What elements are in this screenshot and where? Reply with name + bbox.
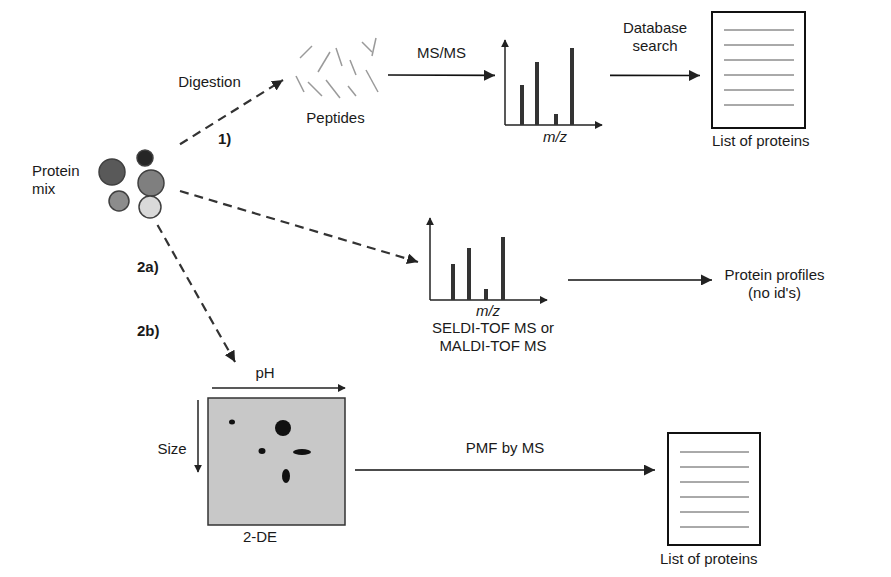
drawing-part: [724, 75, 794, 76]
drawing-part: [208, 398, 345, 525]
protein-list: List of proteins: [700, 8, 845, 158]
drawing-part: [680, 467, 749, 468]
path-number: 2a): [137, 258, 159, 276]
drawing-part: [138, 170, 164, 196]
drawing-part: [570, 48, 574, 125]
edge-label: MS/MS: [415, 44, 468, 62]
protein-list: List of proteins: [655, 428, 800, 573]
arrow: [610, 75, 700, 77]
drawing-part: [724, 105, 794, 106]
protein-mix: Protein mix: [30, 140, 180, 225]
drawing-part: [724, 30, 794, 31]
ms-spectrum: m/z: [495, 38, 610, 148]
drawing-part: [293, 449, 311, 455]
dashed-arrow: [180, 191, 418, 262]
drawing-part: [724, 30, 794, 105]
ms-spectrum: m/zSELDI-TOF MS or MALDI-TOF MS: [418, 212, 568, 362]
drawing-part: [680, 497, 749, 498]
drawing-part: [296, 76, 304, 92]
drawing-part: [326, 80, 340, 98]
drawing-part: [197, 400, 199, 472]
protein-profiles: Protein profiles (no id's): [712, 262, 837, 307]
drawing-part: [308, 82, 322, 96]
drawing-part: [350, 60, 356, 75]
drawing-part: [504, 40, 506, 125]
drawing-part: [429, 218, 431, 300]
drawing-part: [680, 482, 749, 483]
document-icon: [712, 12, 805, 128]
drawing-part: [137, 150, 153, 166]
drawing-part: [348, 86, 356, 96]
document-icon: [668, 433, 760, 545]
arrow: [568, 279, 712, 281]
spectrum-plot: [430, 218, 547, 300]
drawing-part: [680, 527, 749, 528]
drawing-part: [300, 46, 312, 58]
drawing-part: [535, 62, 539, 125]
drawing-part: [275, 420, 291, 436]
node-text: m/z: [438, 302, 538, 320]
drawing-part: [430, 299, 547, 301]
node-text: List of proteins: [712, 132, 842, 150]
gel-2de: pH Size 2-DE: [150, 362, 355, 557]
node-text: Protein mix: [32, 162, 92, 198]
edge-label: Database search: [613, 19, 697, 55]
drawing-part: [484, 289, 488, 300]
drawing-part: [680, 452, 749, 527]
drawing-part: [724, 60, 794, 61]
path-number: 1): [218, 130, 231, 148]
edge-label: PMF by MS: [464, 439, 546, 457]
node-text: 2-DE: [230, 528, 290, 546]
edge-label: Digestion: [176, 73, 243, 91]
protein-circles: [99, 150, 164, 218]
drawing-part: [99, 159, 125, 185]
node-text: m/z: [515, 128, 595, 146]
path-number: 2b): [137, 322, 160, 340]
drawing-part: [282, 469, 290, 483]
arrow: [355, 469, 655, 471]
drawing-part: [724, 90, 794, 91]
node-text: Protein profiles (no id's): [712, 266, 837, 302]
drawing-part: [259, 448, 266, 454]
drawing-part: [501, 237, 505, 300]
drawing-part: [212, 387, 345, 389]
drawing-part: [680, 452, 749, 453]
drawing-part: [467, 248, 471, 300]
node-text: pH: [245, 364, 285, 382]
peptide-fragments: [296, 38, 378, 98]
drawing-part: [680, 512, 749, 513]
peptides: Peptides: [283, 35, 388, 135]
drawing-part: [139, 196, 161, 218]
drawing-part: [712, 12, 805, 128]
drawing-part: [668, 433, 760, 545]
node-text: List of proteins: [660, 550, 800, 568]
drawing-part: [109, 191, 129, 211]
drawing-part: [554, 114, 558, 125]
arrow: [388, 74, 495, 76]
dashed-arrow: [158, 225, 236, 362]
drawing-part: [318, 52, 330, 72]
drawing-part: [520, 85, 524, 125]
drawing-part: [451, 264, 455, 300]
drawing-part: [366, 70, 378, 92]
drawing-part: [362, 42, 372, 52]
node-text: Size: [150, 440, 194, 458]
drawing-part: [372, 38, 376, 56]
gel-image: [198, 388, 345, 525]
spectrum-plot: [505, 40, 602, 125]
drawing-part: [724, 45, 794, 46]
drawing-part: [505, 124, 602, 126]
node-text: SELDI-TOF MS or MALDI-TOF MS: [423, 319, 563, 355]
drawing-part: [229, 420, 235, 425]
drawing-part: [336, 48, 342, 66]
node-text: Peptides: [283, 109, 388, 127]
